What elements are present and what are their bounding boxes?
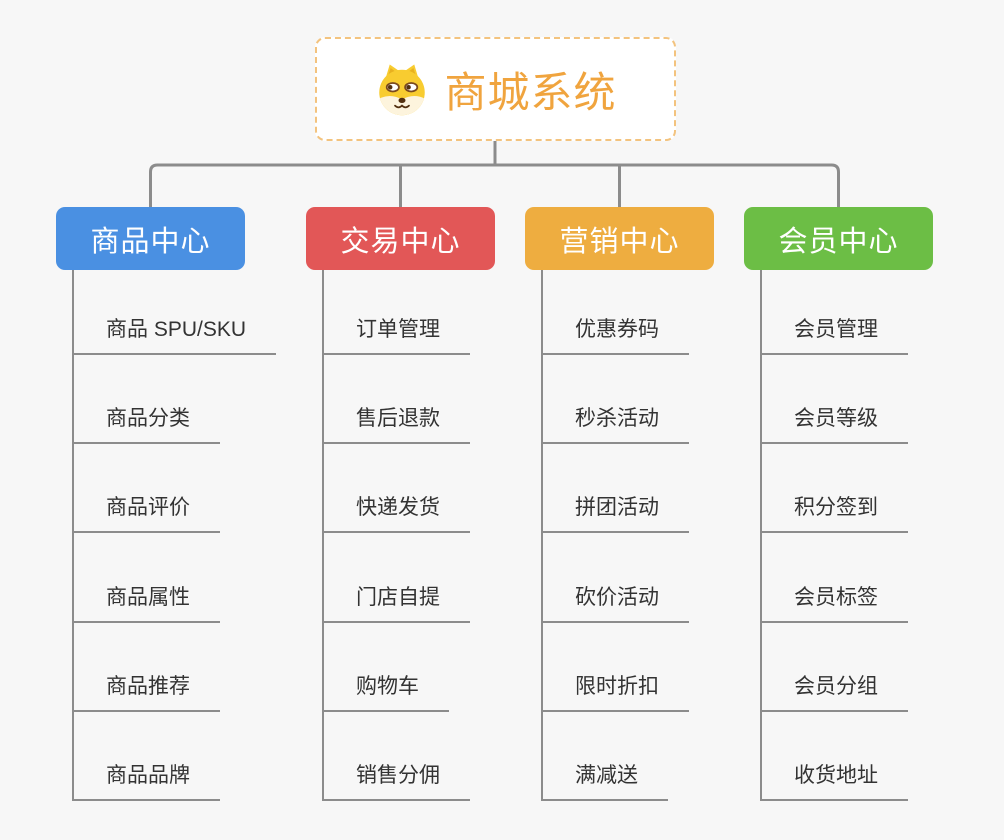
column-connector-line: [541, 270, 543, 801]
branch-node[interactable]: 交易中心: [306, 207, 495, 270]
leaf-topic[interactable]: 门店自提: [322, 583, 470, 623]
shiba-dog-icon: [379, 64, 426, 116]
leaf-topic[interactable]: 收货地址: [760, 761, 908, 801]
root-topic-label: 商城系统: [444, 68, 617, 116]
branch-node[interactable]: 会员中心: [744, 207, 933, 270]
leaf-topic[interactable]: 商品推荐: [72, 672, 220, 712]
leaf-topic[interactable]: 商品 SPU/SKU: [72, 315, 277, 355]
leaf-topic[interactable]: 优惠券码: [541, 315, 689, 355]
root-topic[interactable]: 商城系统: [315, 37, 676, 141]
leaf-topic[interactable]: 拼团活动: [541, 493, 689, 533]
leaf-topic[interactable]: 销售分佣: [322, 761, 470, 801]
leaf-topic[interactable]: 售后退款: [322, 404, 470, 444]
leaf-topic[interactable]: 订单管理: [322, 315, 470, 355]
leaf-topic[interactable]: 限时折扣: [541, 672, 689, 712]
leaf-topic[interactable]: 商品评价: [72, 493, 220, 533]
column-connector-line: [760, 270, 762, 801]
leaf-topic[interactable]: 砍价活动: [541, 583, 689, 623]
column-connector-line: [322, 270, 324, 801]
branch-node[interactable]: 营销中心: [525, 207, 714, 270]
leaf-topic[interactable]: 会员标签: [760, 583, 908, 623]
leaf-topic[interactable]: 购物车: [322, 672, 449, 712]
leaf-topic[interactable]: 商品属性: [72, 583, 220, 623]
branch-node[interactable]: 商品中心: [56, 207, 245, 270]
leaf-topic[interactable]: 积分签到: [760, 493, 908, 533]
leaf-topic[interactable]: 会员管理: [760, 315, 908, 355]
leaf-topic[interactable]: 会员等级: [760, 404, 908, 444]
column-connector-line: [72, 270, 74, 801]
leaf-topic[interactable]: 快递发货: [322, 493, 470, 533]
leaf-topic[interactable]: 会员分组: [760, 672, 908, 712]
leaf-topic[interactable]: 商品分类: [72, 404, 220, 444]
leaf-topic[interactable]: 商品品牌: [72, 761, 220, 801]
leaf-topic[interactable]: 满减送: [541, 761, 668, 801]
leaf-topic[interactable]: 秒杀活动: [541, 404, 689, 444]
